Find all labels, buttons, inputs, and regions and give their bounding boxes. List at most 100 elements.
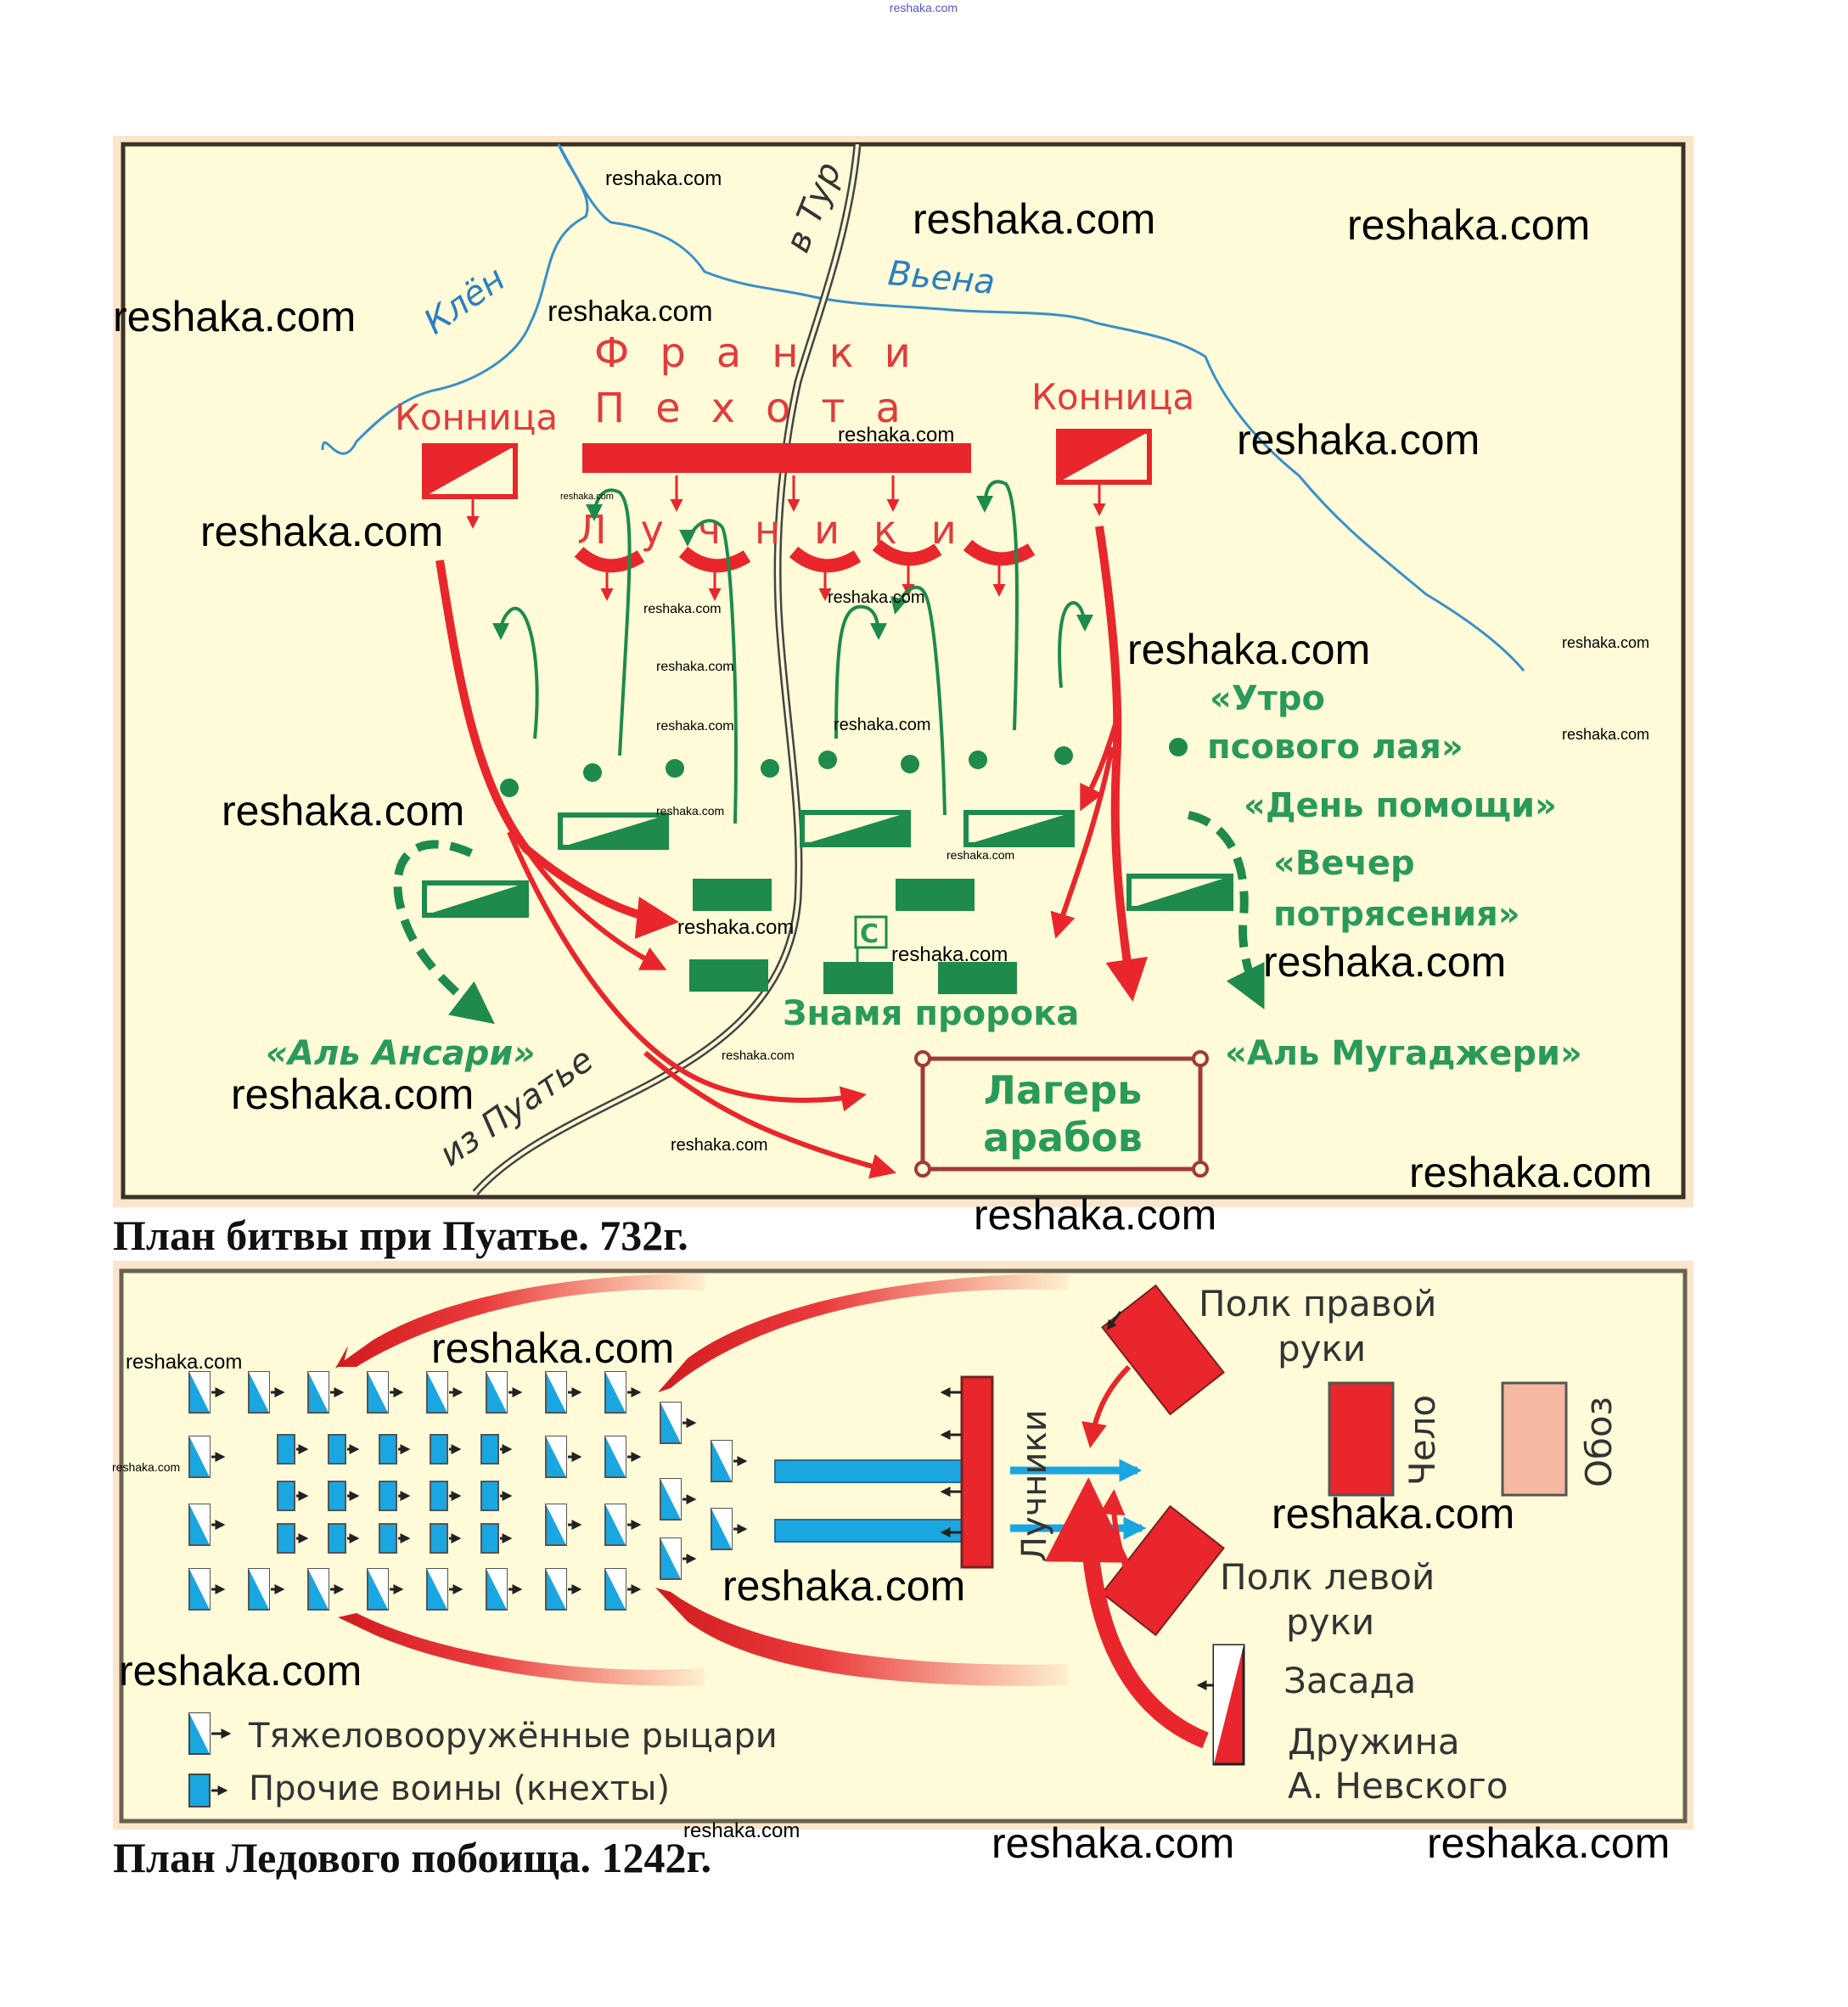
label-morning-1: «Утро [1210, 679, 1325, 718]
watermark: reshaka.com [1127, 626, 1370, 673]
knight-unit [545, 1436, 582, 1478]
knight-unit [486, 1568, 523, 1611]
frank-cavalry-left [422, 443, 518, 499]
knecht-unit [379, 1481, 411, 1511]
label-evening-2: потрясения» [1273, 895, 1520, 934]
knight-unit [604, 1371, 642, 1414]
knight-unit [486, 1371, 523, 1414]
legend-knechts-label: Прочие воины (кнехты) [249, 1769, 670, 1808]
watermark: reshaka.com [113, 293, 356, 340]
watermark: reshaka.com [643, 602, 722, 616]
knecht-icon [188, 1774, 228, 1807]
watermark: reshaka.com [1562, 726, 1649, 743]
archers-label: Лучники [577, 507, 991, 553]
ambush-label: Засада [1283, 1660, 1416, 1701]
ice-archers-label: Лучники [1015, 1409, 1054, 1562]
watermark: reshaka.com [656, 660, 734, 674]
right-hand-regiment [1081, 1284, 1225, 1448]
knecht-unit [379, 1523, 411, 1554]
frank-infantry [582, 443, 971, 473]
watermark: reshaka.com [891, 943, 1008, 966]
baggage-label: Обоз [1578, 1397, 1620, 1487]
frank-archers [574, 539, 1036, 573]
knight-unit [307, 1371, 345, 1414]
knecht-unit [430, 1481, 462, 1511]
label-al-mugajeri: «Аль Мугаджери» [1225, 1034, 1582, 1073]
knight-unit [660, 1478, 697, 1521]
knight-unit [188, 1504, 226, 1546]
watermark-bottom-2: reshaka.com [1427, 1819, 1670, 1867]
watermark: reshaka.com [1347, 201, 1590, 249]
left-regiment-label-1: Полк левой [1220, 1556, 1435, 1598]
knecht-unit [277, 1434, 309, 1464]
infantry-label: Пехота [594, 385, 931, 432]
heavy-knight-icon [188, 1712, 232, 1755]
arab-loops [492, 480, 1093, 824]
legend: Тяжеловооружённые рыцари Прочие воины (к… [188, 1712, 778, 1808]
watermark: reshaka.com [722, 1048, 795, 1063]
watermark: reshaka.com [560, 492, 614, 502]
knight-unit [248, 1371, 285, 1414]
knecht-unit [328, 1434, 360, 1464]
russian-flank-arrows [335, 1273, 1068, 1686]
knecht-unit [480, 1523, 513, 1554]
watermark: reshaka.com [548, 295, 713, 328]
poitiers-map: Клён Вьена в Тур из Пуатье Франки Пехота… [113, 136, 1694, 1207]
knight-unit [367, 1568, 404, 1611]
watermark: reshaka.com [838, 424, 954, 447]
knecht-unit [430, 1434, 462, 1464]
knight-unit [367, 1371, 404, 1414]
knights-formation [188, 1371, 748, 1611]
poitiers-caption: План битвы при Пуатье. 732г. [113, 1212, 688, 1259]
knight-unit [248, 1568, 285, 1611]
knight-unit [660, 1402, 697, 1444]
center-regiment [1328, 1381, 1395, 1497]
watermark: reshaka.com [431, 1324, 674, 1372]
al-mugajeri-dashed-arrow [1187, 811, 1265, 1009]
knecht-unit [379, 1434, 411, 1464]
watermark-bottom-1: reshaka.com [991, 1819, 1234, 1867]
ice-watermarks: reshaka.com reshaka.com reshaka.com resh… [112, 1324, 1514, 1695]
right-regiment-label-1: Полк правой [1199, 1283, 1436, 1324]
watermark: reshaka.com [119, 1647, 362, 1695]
baggage-train [1501, 1381, 1568, 1497]
knecht-unit [480, 1481, 513, 1511]
arab-camp: Лагерь арабов [914, 1050, 1209, 1178]
watermark: reshaka.com [112, 1460, 180, 1474]
arab-riders [500, 738, 1188, 797]
poitiers-map-area [121, 142, 1686, 1200]
knight-unit [545, 1371, 582, 1414]
banner-letter: С [860, 919, 879, 949]
knight-unit [711, 1508, 748, 1550]
watermark: reshaka.com [828, 588, 925, 607]
label-evening-1: «Вечер [1273, 844, 1415, 883]
arab-infantry-units [689, 879, 1017, 994]
prophet-banner: С [854, 915, 888, 962]
watermark: reshaka.com [222, 787, 464, 835]
poitiers-watermarks: reshaka.com reshaka.com reshaka.com resh… [113, 167, 1652, 1196]
knight-unit [545, 1504, 582, 1546]
knight-unit [660, 1538, 697, 1580]
ice-caption: План Ледового побоища. 1242г. [113, 1834, 711, 1881]
legend-knights-label: Тяжеловооружённые рыцари [248, 1717, 778, 1756]
camp-label-1: Лагерь [984, 1067, 1143, 1113]
knight-unit [711, 1440, 748, 1482]
knight-unit [307, 1568, 345, 1611]
label-day-of-help: «День помощи» [1244, 786, 1557, 825]
arab-cavalry-units [422, 810, 1233, 918]
watermark: reshaka.com [200, 508, 443, 555]
left-regiment-label-2: руки [1286, 1601, 1374, 1643]
watermark: reshaka.com [913, 195, 1155, 243]
knight-unit [188, 1568, 226, 1611]
watermark: reshaka.com [656, 804, 724, 818]
druzhina-label-2: А. Невского [1288, 1765, 1508, 1807]
knecht-unit [430, 1523, 462, 1554]
camp-label-2: арабов [983, 1115, 1143, 1161]
right-regiment-label-2: руки [1278, 1328, 1366, 1369]
al-ansari-dashed-arrow [393, 840, 495, 1025]
watermark: reshaka.com [722, 1562, 965, 1610]
watermark: reshaka.com [1562, 634, 1649, 651]
river-klen [321, 143, 589, 455]
cavalry-left-label: Конница [395, 396, 558, 438]
